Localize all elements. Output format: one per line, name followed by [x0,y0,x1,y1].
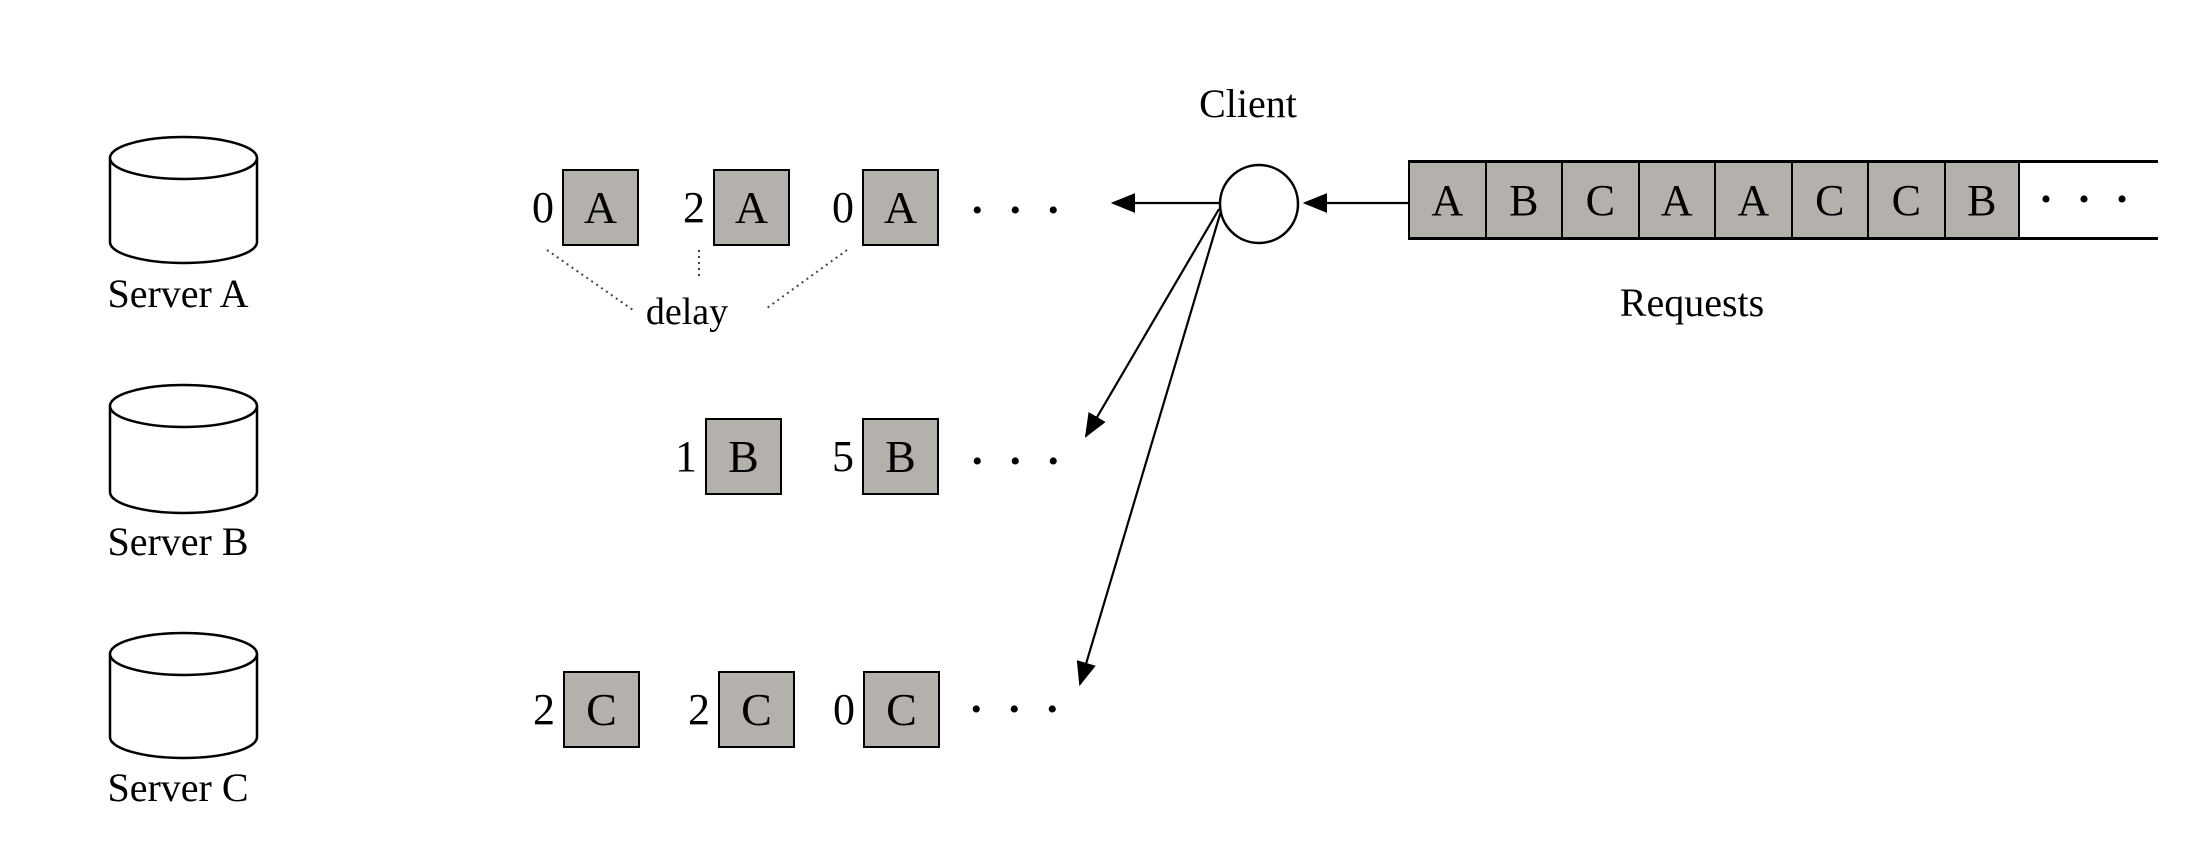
row-a-item-3-delay: 0 [832,183,854,232]
row-c-item-3-delay: 0 [833,685,855,734]
row-b-item-2-delay: 5 [832,432,854,481]
queue-cell-8: B [1943,163,2020,237]
row-c-item-2: 2 C [680,671,795,748]
queue-ellipsis: • • • [2040,183,2138,216]
row-a-item-2-box: A [713,169,790,246]
row-b-item-1-box: B [705,418,782,495]
row-c-item-2-box: C [718,671,795,748]
client-label: Client [1199,81,1297,126]
row-c-ellipsis: • • • [971,693,1068,726]
row-a-item-1-box: A [562,169,639,246]
row-b-ellipsis: • • • [972,445,1069,478]
row-c-item-1-box: C [563,671,640,748]
requests-label: Requests [1619,280,1765,325]
row-c-item-3-box: C [863,671,940,748]
row-c-item-1: 2 C [525,671,640,748]
server-a-cylinder-icon [108,135,259,265]
row-b-item-1: 1 B [667,418,782,495]
row-a-item-2: 2 A [675,169,790,246]
delay-label: delay [645,291,729,333]
server-b-label: Server B [107,519,249,564]
queue-cell-7: C [1867,163,1944,237]
row-a-item-3: 0 A [824,169,939,246]
server-c-label: Server C [107,765,249,810]
server-b-cylinder-icon [108,383,259,515]
row-a-ellipsis: • • • [972,194,1069,227]
row-c-item-3: 0 C [825,671,940,748]
queue-cell-6: C [1790,163,1867,237]
queue-cell-4: A [1637,163,1714,237]
queue-cell-2: B [1484,163,1561,237]
row-c-item-1-delay: 2 [533,685,555,734]
queue-cell-5: A [1714,163,1791,237]
row-b-item-2: 5 B [824,418,939,495]
server-c-cylinder-icon [108,631,259,760]
requests-queue: A B C A A C C B • • • [1408,160,2158,240]
queue-cell-1: A [1408,163,1485,237]
server-a-label: Server A [107,271,249,316]
row-a-item-1: 0 A [524,169,639,246]
row-a-item-3-box: A [862,169,939,246]
arrow-client-to-row-c [1076,210,1223,687]
row-b-item-2-box: B [862,418,939,495]
delay-dotted-line-right [766,249,848,309]
arrow-client-to-row-b [1084,208,1220,438]
row-c-item-2-delay: 2 [688,685,710,734]
row-b-item-1-delay: 1 [675,432,697,481]
client-node-icon [1218,163,1300,245]
row-a-item-2-delay: 2 [683,183,705,232]
queue-cell-3: C [1561,163,1638,237]
row-a-item-1-delay: 0 [532,183,554,232]
queue-tail: • • • [2020,163,2158,237]
